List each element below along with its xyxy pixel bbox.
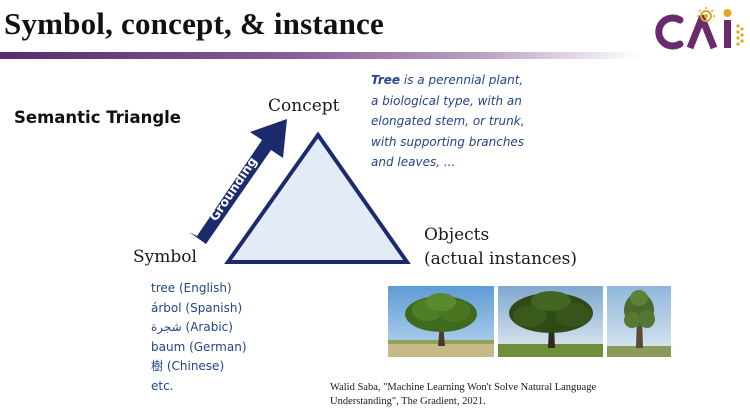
wide-tree-photo: [498, 286, 603, 357]
grounding-arrow: [189, 119, 287, 244]
slide-title: Symbol, concept, & instance: [4, 6, 384, 41]
definition-line-1-rest: is a perennial plant,: [400, 73, 524, 87]
word-arabic: شجرة (Arabic): [151, 320, 233, 335]
definition-term: Tree: [371, 73, 401, 87]
semantic-triangle: [224, 131, 411, 264]
definition-line-5: and leaves, ...: [371, 155, 456, 169]
logo-mark-c: [655, 14, 684, 50]
title-underline-bar: [0, 52, 640, 59]
word-spanish: árbol (Spanish): [151, 300, 243, 315]
word-etc: etc.: [151, 378, 174, 393]
tall-tree-photo: [607, 286, 671, 357]
oak-tree-photo: [388, 286, 494, 357]
objects-sublabel: (actual instances): [424, 249, 578, 269]
logo-dots: [736, 24, 744, 46]
grounding-label: Grounding: [206, 154, 260, 224]
semantic-triangle-heading: Semantic Triangle: [14, 108, 181, 127]
word-chinese: 樹 (Chinese): [151, 359, 225, 374]
citation-line-2: Understanding", The Gradient, 2021.: [330, 395, 486, 407]
citation-line-1: Walid Saba, "Machine Learning Won't Solv…: [330, 382, 597, 393]
definition-line-2: a biological type, with an: [371, 93, 522, 108]
symbol-word-list: tree (English) árbol (Spanish) شجرة (Ara…: [151, 279, 247, 397]
word-english: tree (English): [151, 281, 232, 295]
citation: Walid Saba, "Machine Learning Won't Solv…: [330, 381, 596, 408]
symbol-label: Symbol: [133, 247, 197, 267]
definition-line-4: with supporting branches: [371, 134, 525, 149]
word-german: baum (German): [151, 339, 247, 354]
definition-line-1: Tree is a perennial plant,: [371, 70, 556, 91]
objects-label: Objects: [424, 225, 490, 245]
logo-mark-i: [723, 9, 732, 48]
cai-logo: [655, 7, 744, 50]
definition-line-3: elongated stem, or trunk,: [371, 114, 525, 128]
logo-sun-icon: [697, 7, 715, 22]
tree-definition: Tree is a perennial plant, a biological …: [371, 70, 556, 173]
concept-label: Concept: [268, 96, 340, 116]
